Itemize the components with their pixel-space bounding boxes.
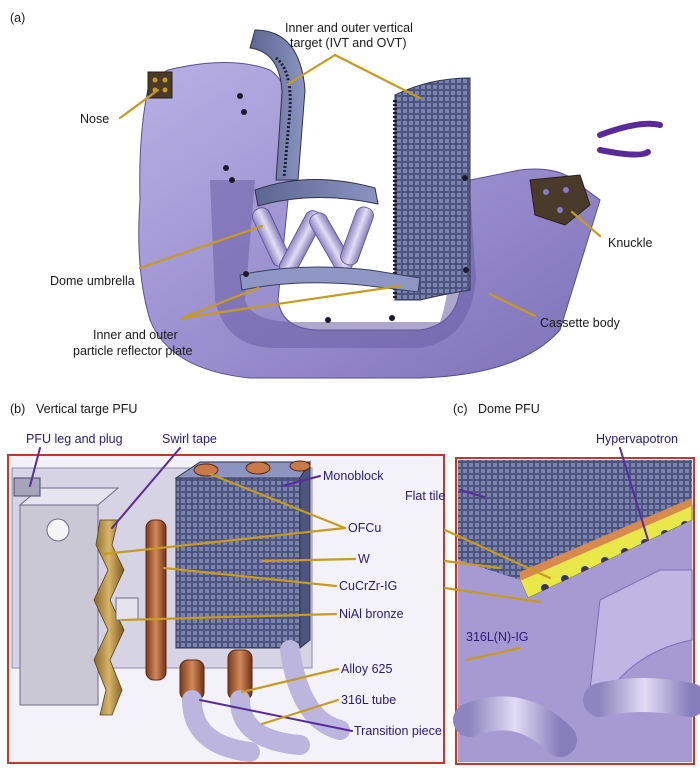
panel-c-tag: (c) [453,402,468,416]
cassette-inner-slot [210,180,476,348]
label-swirl-tape: Swirl tape [162,432,217,446]
leader-nial [120,612,338,622]
leader-swirl [111,447,181,529]
ofcu-band [520,498,692,581]
leader-316l [260,698,340,726]
label-targets-2: target (IVT and OVT) [290,36,406,50]
leader-nose [118,88,160,120]
label-hypervapotron: Hypervapotron [596,432,678,446]
label-cassette-body: Cassette body [540,316,621,330]
label-nial: NiAl bronze [339,607,404,621]
label-dome-umbrella: Dome umbrella [50,274,135,288]
label-316l-tube: 316L tube [341,693,396,707]
panel-b-title: Vertical targe PFU [36,402,137,416]
panel-a-tag: (a) [10,11,25,25]
label-reflector-2: particle reflector plate [73,344,193,358]
panel-c: (c) Dome PFU Hypervapotron [405,402,700,765]
panel-a: (a) [10,11,663,379]
label-nose: Nose [80,112,109,126]
cucrzr-tube [145,519,167,681]
leader-c-cucrzr [443,586,542,604]
leader-monoblock [281,475,321,487]
outer-vertical-target [394,77,471,301]
leader-transition [199,699,353,732]
label-monoblock: Monoblock [323,469,384,483]
inner-target-edge [275,56,292,179]
leader-reflector-right [180,284,402,320]
label-cucrzr: CuCrZr-IG [339,579,397,593]
label-pfu-leg: PFU leg and plug [26,432,123,446]
inner-vertical-target [249,29,306,181]
panel-b-tag: (b) [10,402,25,416]
leader-ofcu-1 [208,472,347,530]
cooling-pipes [597,120,663,158]
leader-knuckle [570,210,602,238]
label-316ln-ig: 316L(N)-IG [466,630,529,644]
label-ofcu: OFCu [348,521,381,535]
leader-reflector-left [180,286,260,320]
dome-umbrella [254,179,379,207]
leader-c-steel [464,646,522,662]
label-alloy-625: Alloy 625 [341,662,392,676]
particle-reflector-plates [239,266,421,293]
leader-cucrzr [162,566,338,588]
label-knuckle: Knuckle [608,236,653,250]
leader-pfu-leg [29,447,41,487]
leader-ofcu-2 [102,526,347,556]
leader-targets-right [333,53,422,100]
panel-b: (b) Vertical targe PFU [7,402,445,764]
bolt-dots [223,93,469,323]
label-w: W [358,552,370,566]
swirl-tape [93,519,125,716]
label-flat-tile: Flat tile [405,489,445,503]
label-reflector-1: Inner and outer [93,328,178,342]
pfu-leg-plug [13,477,120,706]
leader-c-w [443,559,502,570]
label-transition: Transition piece [354,724,442,738]
leader-cassette [488,292,537,318]
leader-hypervapotron [619,447,649,541]
monoblock-stack [174,460,311,650]
knuckle-block [529,174,591,226]
leader-c-ofcu [443,528,552,580]
nial-bronze-block [115,597,139,621]
leader-flat-tile [459,489,485,498]
leader-targets-left [286,53,337,86]
leader-w [260,557,357,563]
panel-c-title: Dome PFU [478,402,540,416]
dome-pipes [453,678,700,757]
label-targets-1: Inner and outer vertical [285,21,413,35]
leader-dome [138,224,264,270]
leader-alloy [240,667,340,694]
